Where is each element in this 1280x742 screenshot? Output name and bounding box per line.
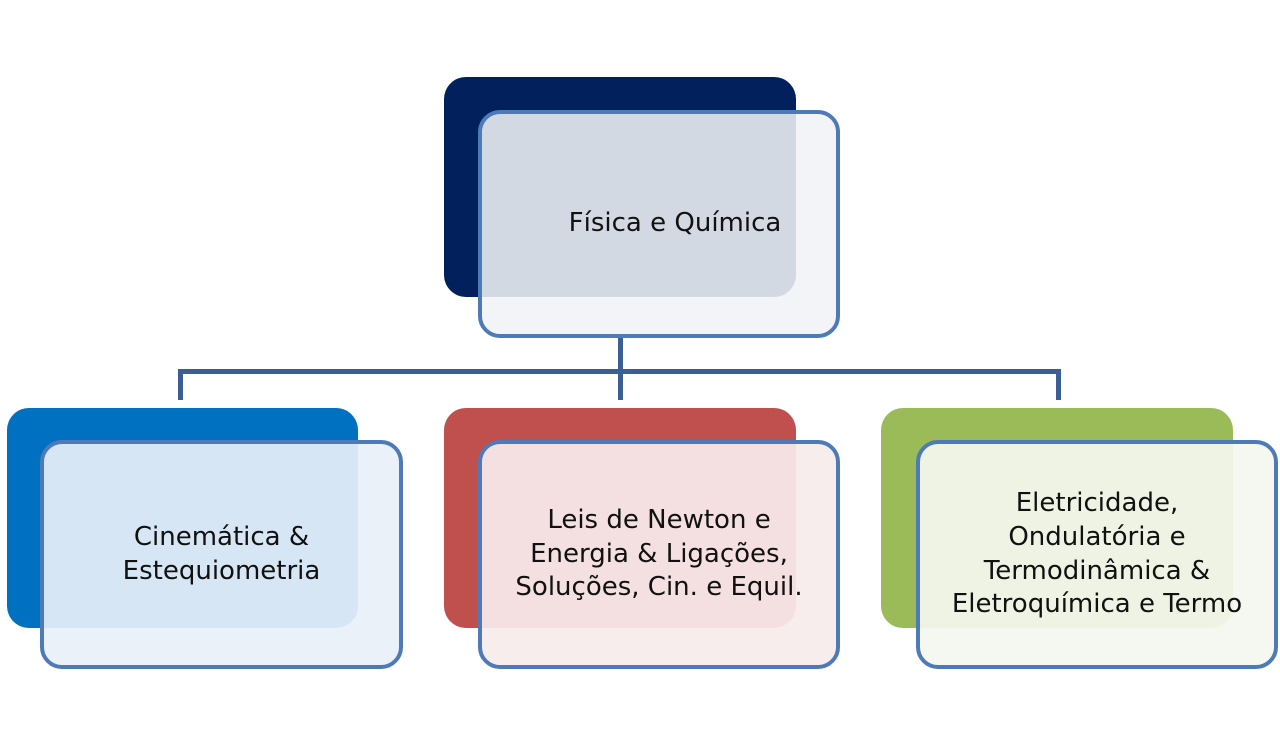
child-node-1: Cinemática & Estequiometria [40,440,403,669]
child-node-1-label: Cinemática & Estequiometria [122,521,321,586]
root-connector [618,338,623,372]
root-node-label: Física e Química [568,208,782,239]
child-node-3-label: Eletricidade, Ondulatória e Termodinâmic… [951,487,1243,620]
child-node-3: Eletricidade, Ondulatória e Termodinâmic… [916,440,1278,669]
center-branch-connector [618,369,623,400]
child-node-2: Leis de Newton e Energia & Ligações, Sol… [478,440,840,669]
root-node: Física e Química [478,110,840,338]
right-branch-connector [1056,369,1061,400]
left-branch-connector [178,369,183,400]
child-node-2-label: Leis de Newton e Energia & Ligações, Sol… [515,504,803,603]
